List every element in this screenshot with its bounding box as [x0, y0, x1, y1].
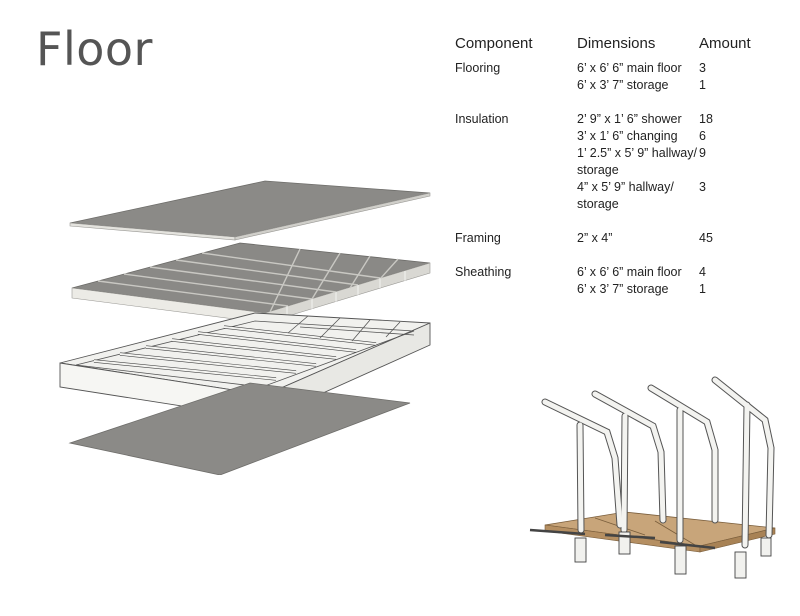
table-row: 6’ x 3’ 7” storage 1 — [577, 281, 785, 298]
table-group-framing: Framing 2” x 4” 45 — [455, 230, 785, 247]
table-row: storage — [577, 162, 785, 179]
table-row: 2” x 4” 45 — [577, 230, 785, 247]
component-name: Framing — [455, 231, 501, 245]
frame-arches — [541, 376, 775, 549]
amount-cell: 9 — [699, 146, 706, 160]
dimension-cell: 6’ x 6’ 6” main floor — [577, 61, 682, 75]
component-name: Insulation — [455, 112, 509, 126]
table-row: 6’ x 3’ 7” storage 1 — [577, 77, 785, 94]
table-row: 1’ 2.5” x 5’ 9” hallway/ 9 — [577, 145, 785, 162]
dimension-cell: 2’ 9” x 1’ 6” shower — [577, 112, 682, 126]
dimension-cell: storage — [577, 197, 619, 211]
table-header-row: Component Dimensions Amount — [455, 34, 785, 54]
amount-cell: 3 — [699, 61, 706, 75]
component-table: Component Dimensions Amount Flooring 6’ … — [455, 34, 785, 315]
amount-cell: 6 — [699, 129, 706, 143]
dimension-cell: 6’ x 6’ 6” main floor — [577, 265, 682, 279]
header-component: Component — [455, 35, 533, 52]
amount-cell — [699, 196, 785, 213]
amount-cell: 45 — [699, 231, 713, 245]
exploded-floor-diagram — [59, 180, 431, 475]
page-title: Floor — [36, 22, 153, 76]
dimension-cell: storage — [577, 163, 619, 177]
header-amount: Amount — [699, 35, 751, 52]
framing-layer — [59, 312, 431, 420]
table-row: 4” x 5’ 9” hallway/ 3 — [577, 179, 785, 196]
frame-structure-render — [529, 376, 776, 579]
sheathing-panel-top — [69, 180, 431, 241]
component-name: Flooring — [455, 61, 501, 75]
amount-cell: 1 — [699, 78, 706, 92]
table-group-sheathing: Sheathing 6’ x 6’ 6” main floor 4 6’ x 3… — [455, 264, 785, 298]
amount-cell: 1 — [699, 282, 706, 296]
table-row: 3’ x 1’ 6” changing 6 — [577, 128, 785, 145]
amount-cell: 18 — [699, 112, 713, 126]
dimension-cell: 1’ 2.5” x 5’ 9” hallway/ — [577, 146, 697, 160]
insulation-layer — [71, 242, 431, 324]
table-row: storage — [577, 196, 785, 213]
table-row: 2’ 9” x 1’ 6” shower 18 — [577, 111, 785, 128]
table-group-flooring: Flooring 6’ x 6’ 6” main floor 3 6’ x 3’… — [455, 60, 785, 94]
dimension-cell: 4” x 5’ 9” hallway/ — [577, 180, 674, 194]
table-row: 6’ x 6’ 6” main floor 4 — [577, 264, 785, 281]
amount-cell: 3 — [699, 180, 706, 194]
table-group-insulation: Insulation 2’ 9” x 1’ 6” shower 18 3’ x … — [455, 111, 785, 213]
amount-cell — [699, 162, 785, 179]
amount-cell: 4 — [699, 265, 706, 279]
support-posts — [529, 528, 772, 579]
dimension-cell: 2” x 4” — [577, 231, 613, 245]
table-row: 6’ x 6’ 6” main floor 3 — [577, 60, 785, 77]
component-name: Sheathing — [455, 265, 512, 279]
dimension-cell: 3’ x 1’ 6” changing — [577, 129, 678, 143]
dimension-cell: 6’ x 3’ 7” storage — [577, 282, 669, 296]
sheathing-panel-bottom — [68, 382, 411, 475]
dimension-cell: 6’ x 3’ 7” storage — [577, 78, 669, 92]
header-dimensions: Dimensions — [577, 35, 656, 52]
